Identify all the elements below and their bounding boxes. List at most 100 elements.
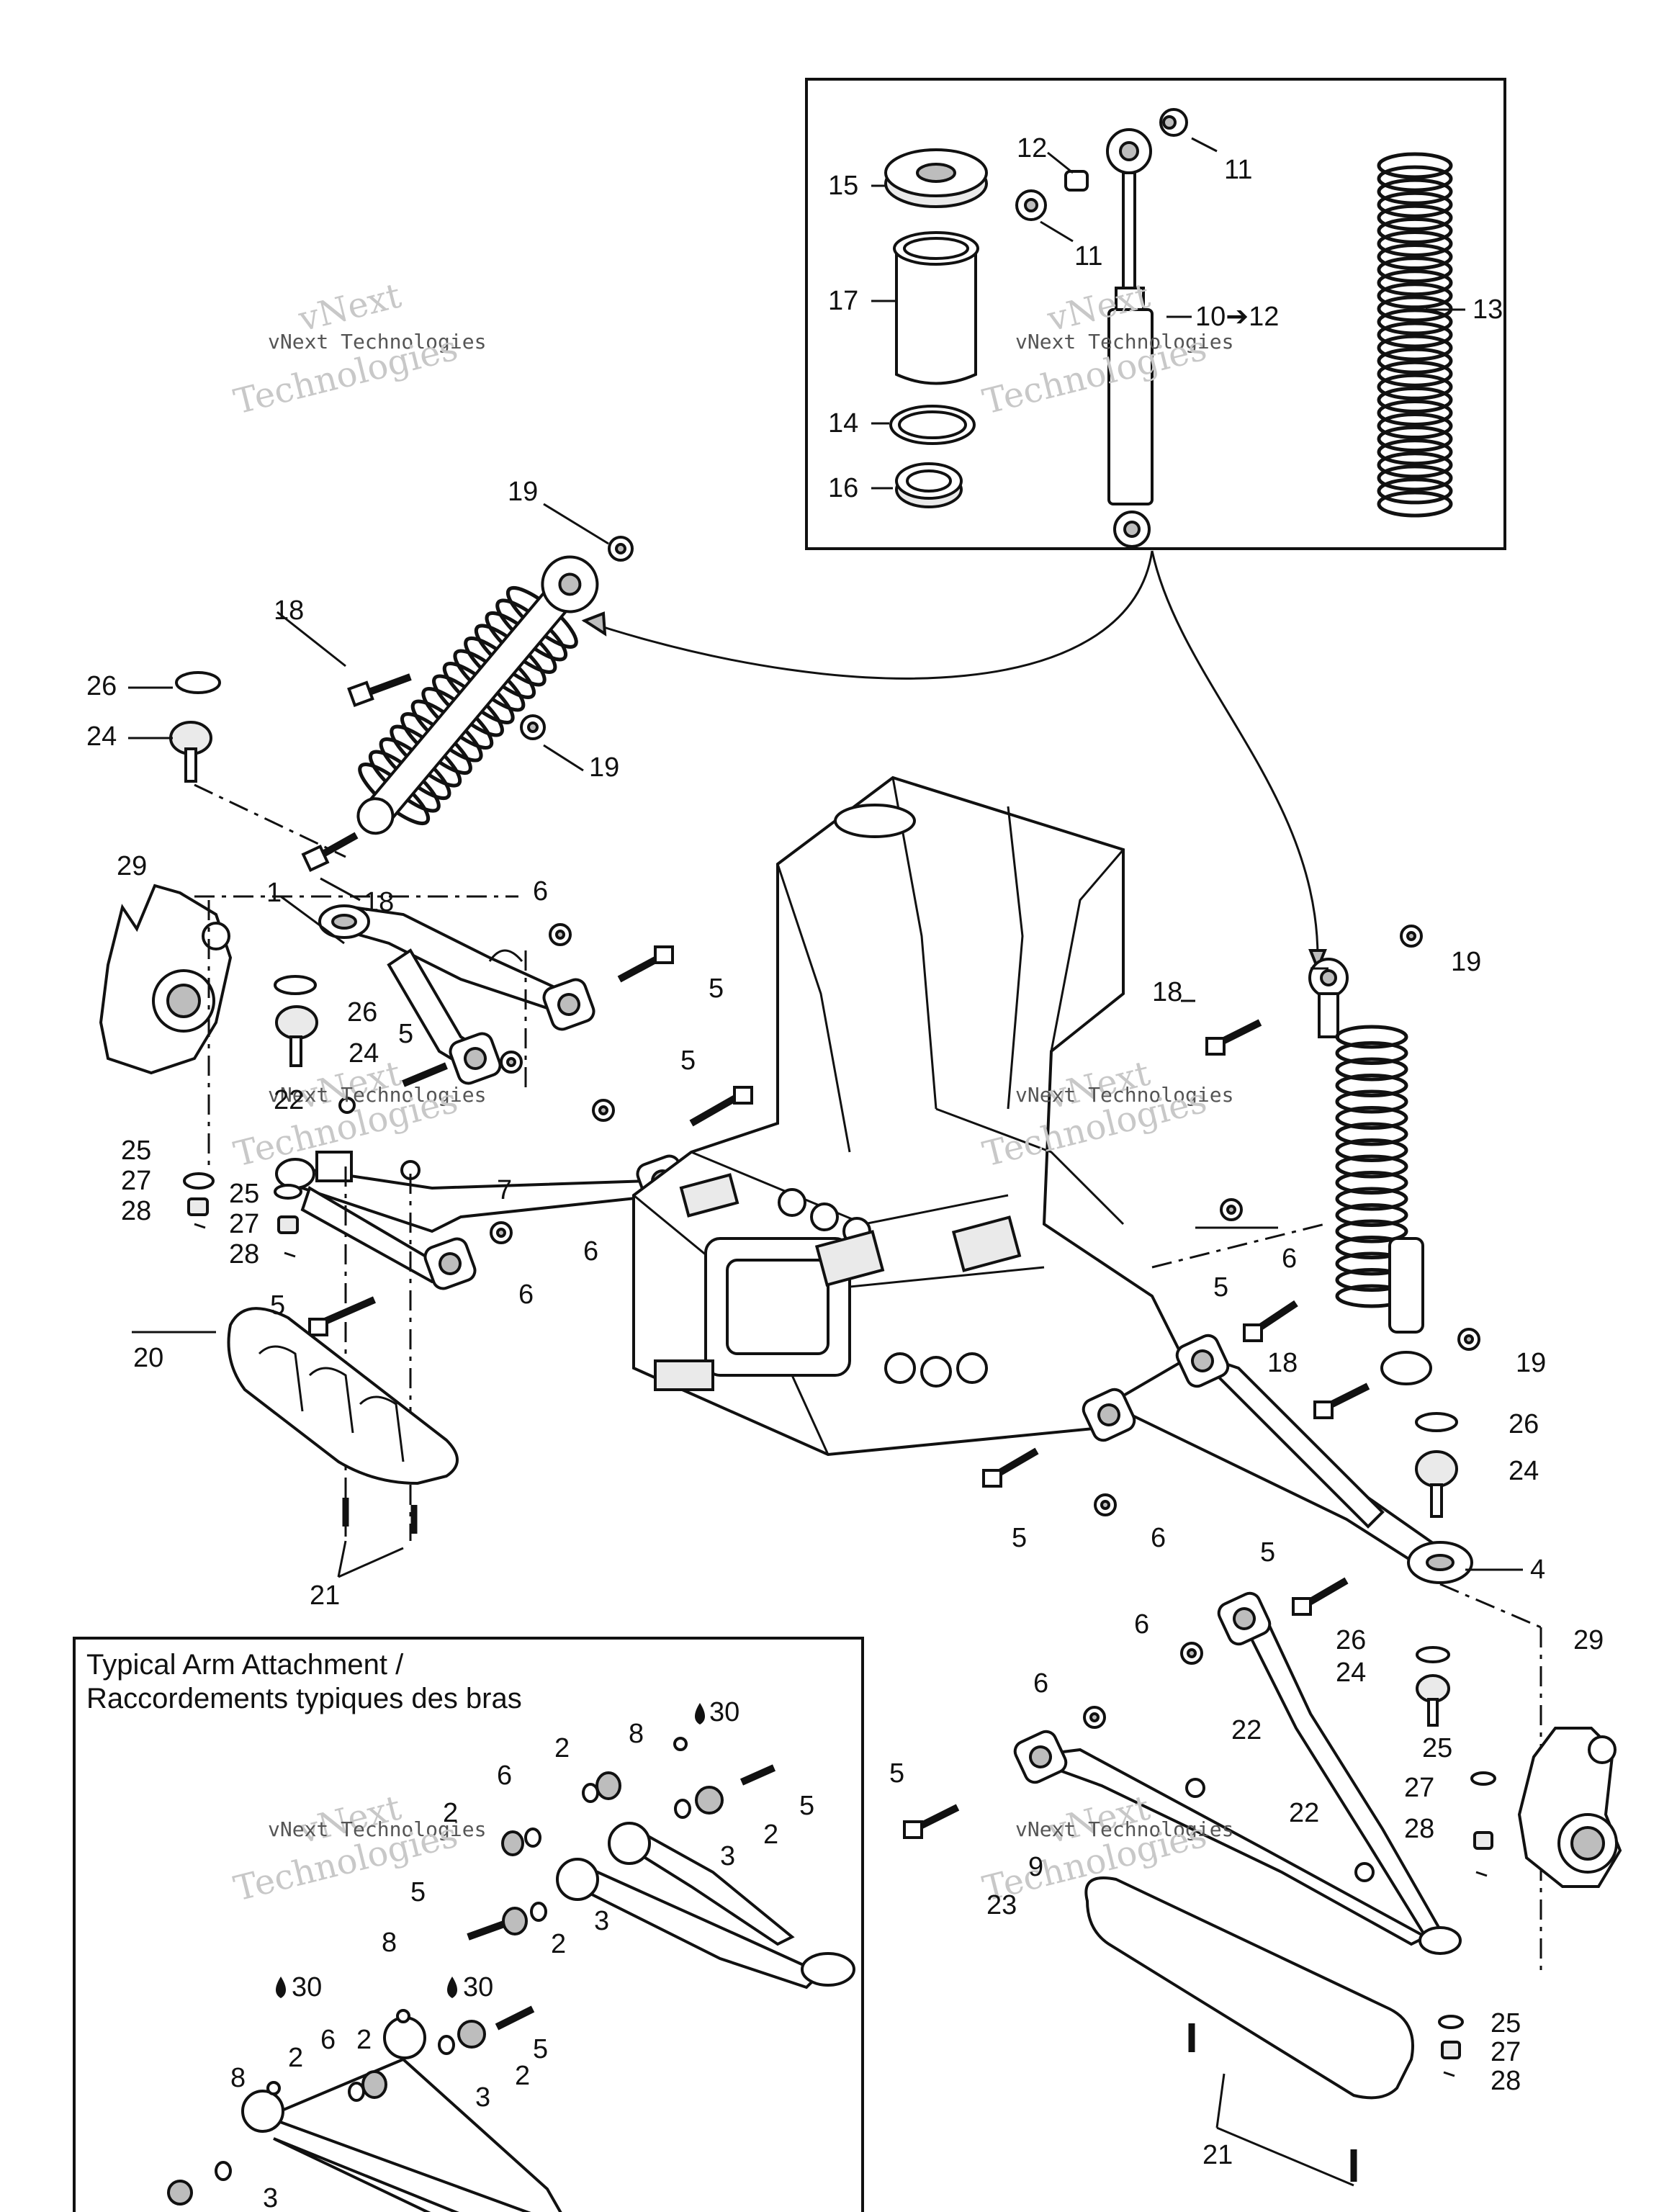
callout-18-right-top: 18 [1152,977,1182,1007]
callout-26-left-top: 26 [86,671,117,701]
spring-coil [1377,230,1453,257]
callout-2-d: 2 [551,1929,566,1959]
spring-coil [1377,178,1453,205]
watermark-mid-center: vNext vNext Technologies Technologies [979,1053,1233,1174]
bolt-part-18-top [347,673,412,707]
spring-coil [1335,1171,1408,1195]
spring-coil [1335,1187,1408,1211]
spring-retainer-part-15 [884,148,988,208]
spring-coil [1377,204,1453,231]
callout-3-d: 3 [263,2183,278,2212]
callout-2-a: 2 [554,1733,570,1763]
shock-detail-inset [805,78,1506,550]
callout-21-right: 21 [1202,2140,1233,2170]
spring-coil [1377,373,1453,400]
callout-labels: 15 17 14 16 12 11 11 10➔12 13 19 18 26 2… [86,133,1604,2212]
callout-4: 4 [1530,1555,1545,1585]
spring-coil [1377,321,1453,349]
steering-knuckle-right-part-29 [1517,1727,1622,1888]
callout-8-a: 8 [629,1719,644,1749]
spring-coil [1377,439,1453,466]
callout-5-g: 5 [1260,1537,1275,1568]
lower-control-arm-left-part-7 [275,1151,689,1290]
spring-coil [1377,451,1453,479]
ball-joint-part-24-lower [1416,1674,1450,1727]
callout-6-g: 6 [1033,1668,1048,1699]
callout-18-right-bottom: 18 [1267,1348,1298,1378]
spring-coil [1377,334,1453,361]
callout-7: 7 [497,1175,512,1205]
callout-30-b: 30 [292,1972,322,2002]
callout-25-right-a: 25 [1422,1733,1452,1763]
callout-28-a: 28 [121,1196,151,1226]
callout-19-top: 19 [508,477,538,507]
callout-2-e: 2 [356,2025,372,2055]
left-shock-assembly [301,536,634,873]
callout-5-inset-b: 5 [410,1877,426,1907]
callout-13: 13 [1473,295,1503,325]
callout-1: 1 [266,878,282,908]
circlip-part-26-lower [1416,1646,1450,1663]
callout-24-right: 24 [1509,1456,1539,1486]
circlip-part-26-right [1415,1412,1458,1432]
spring-coil [1377,347,1453,374]
spring-coil [1335,1074,1408,1097]
callout-18-mid: 18 [364,887,394,917]
watermark-top-center: vNext vNext Technologies Technologies [979,275,1233,422]
callout-5-h: 5 [889,1758,904,1789]
upper-control-arm-left-part-1 [318,904,595,1085]
spring-coil [1377,386,1453,413]
callout-11-top: 11 [1224,155,1252,185]
spring-coil [1335,1138,1408,1162]
callout-26-lower: 26 [1336,1625,1366,1655]
spring-coil [1335,1089,1408,1114]
spring-coil [1377,426,1453,453]
callout-12: 12 [1017,133,1047,163]
callout-27-right-a: 27 [1404,1773,1434,1803]
callout-19-right-bottom: 19 [1516,1348,1546,1378]
callout-22-right-b: 22 [1289,1798,1319,1828]
callout-29-right: 29 [1573,1625,1604,1655]
spring-coil [1335,1122,1408,1146]
callout-23: 23 [986,1890,1017,1920]
svg-text:vNext Technologies: vNext Technologies [268,330,486,354]
callout-6-f: 6 [1134,1609,1149,1640]
spring-coil [1377,217,1453,244]
callout-27-b: 27 [229,1209,259,1239]
callout-30-a: 30 [709,1697,739,1727]
spring-coil [1335,1203,1408,1227]
spring-coil [1377,165,1453,192]
spring-coil [1377,152,1453,179]
shock-absorber-part-10 [1106,128,1154,548]
callout-16: 16 [828,473,858,503]
spring-coil [1335,1041,1408,1065]
callout-5-f: 5 [1012,1523,1027,1553]
circlip-part-26-left [274,975,317,995]
callout-2-f: 2 [288,2043,303,2073]
inset-title-line2: Raccordements typiques des bras [86,1683,522,1714]
callout-5-e: 5 [1213,1272,1228,1303]
callout-19-right-top: 19 [1451,947,1481,977]
callout-27-a: 27 [121,1166,151,1196]
callout-5-c: 5 [680,1046,696,1076]
upper-control-arm-right-part-9 [903,1577,1462,1955]
svg-text:vNext Technologies: vNext Technologies [1015,1817,1233,1841]
bushing-part-16 [895,462,963,508]
spring-coil [1377,490,1453,518]
callout-24-lower: 24 [1336,1658,1366,1688]
callout-6-c: 6 [518,1280,534,1310]
leader-lines [128,137,1523,2187]
svg-text:vNext Technologies: vNext Technologies [268,1083,486,1107]
callout-27-right-b: 27 [1491,2037,1521,2067]
callout-6-d: 6 [1282,1244,1297,1274]
callout-25-right-b: 25 [1491,2008,1521,2038]
callout-3-b: 3 [594,1906,609,1936]
watermark-mid-left: vNext vNext Technologies Technologies [230,1053,486,1174]
callout-6-inset-b: 6 [320,2025,336,2055]
callout-11-bottom: 11 [1074,241,1102,271]
callout-26-right: 26 [1509,1409,1539,1439]
callout-26-left-mid: 26 [347,997,377,1028]
ball-joint-part-24-left-mid [275,1005,318,1067]
grease-drop-icon [447,1977,457,1998]
